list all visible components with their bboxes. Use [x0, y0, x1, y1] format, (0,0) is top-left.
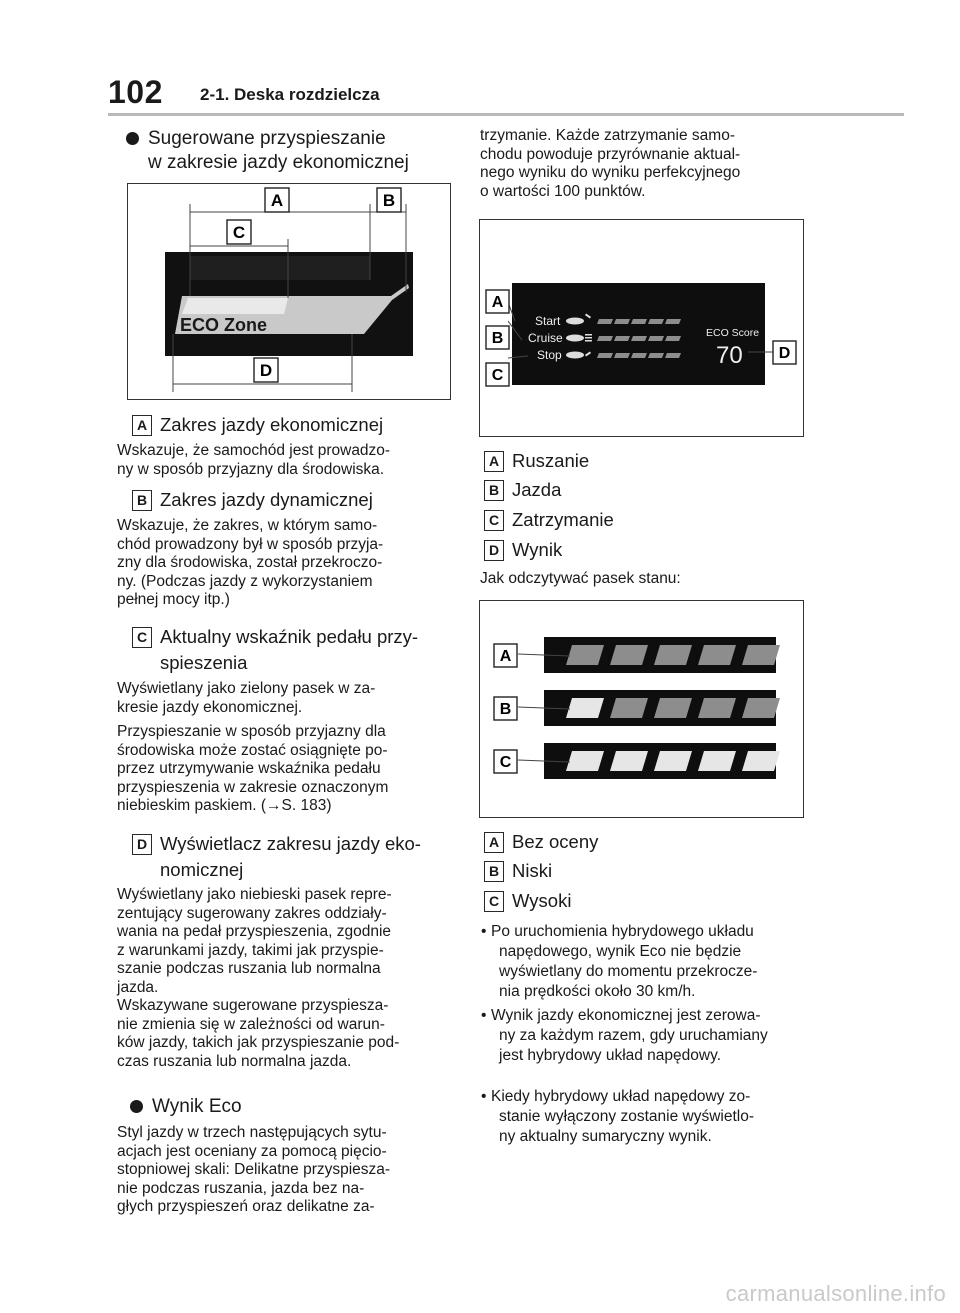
callout-b: B	[383, 191, 395, 210]
callout-b: B	[492, 330, 504, 347]
callout-line	[517, 653, 571, 657]
callout-line	[517, 759, 571, 763]
heading-suggested-acceleration: Sugerowane przyspieszanie w zakresie jaz…	[126, 127, 409, 175]
tag-wynik: D	[484, 540, 504, 561]
callout-box	[493, 643, 518, 668]
callout-d: D	[260, 361, 272, 380]
callout-a: A	[492, 294, 504, 311]
tag-jazda: B	[484, 480, 504, 501]
status-segment	[742, 698, 780, 718]
callout-line	[517, 706, 571, 710]
bullet-dot-icon	[126, 132, 139, 145]
figure-status-bars: A B C	[479, 600, 804, 818]
item-c-title: Aktualny wskaźnik pedału przy- spieszeni…	[160, 626, 419, 673]
callout-c: C	[492, 367, 504, 384]
item-b-text: Wskazuje, że zakres, w którym samo- chód…	[117, 517, 384, 608]
status-segment	[698, 698, 736, 718]
status-segment	[610, 751, 648, 771]
callout-label: A	[500, 648, 512, 665]
row-stop-label: Stop	[537, 348, 562, 362]
note-bullet-1: • Po uruchomienia hybrydowego układu nap…	[481, 923, 758, 1000]
label-ruszanie: Ruszanie	[512, 450, 590, 471]
row-start-label: Start	[535, 314, 561, 328]
label-niski: Niski	[512, 860, 553, 881]
callout-label: C	[500, 754, 512, 771]
bullet-dot-icon	[130, 1100, 143, 1113]
tag-c: C	[132, 627, 152, 648]
right-intro-text: trzymanie. Każde zatrzymanie samo- chodu…	[480, 127, 741, 200]
heading-eco-score: Wynik Eco	[130, 1095, 242, 1119]
callout-a: A	[271, 191, 283, 210]
tag-a: A	[132, 415, 152, 436]
label-jazda: Jazda	[512, 479, 562, 500]
page-number: 102	[108, 74, 163, 110]
eco-score-text: Styl jazdy w trzech następujących sytu- …	[117, 1124, 391, 1215]
label-wynik: Wynik	[512, 539, 563, 560]
header-divider	[108, 113, 904, 116]
tag-b: B	[132, 490, 152, 511]
callout-box	[493, 696, 518, 721]
note-bullet-3: • Kiedy hybrydowy układ napędowy zo- sta…	[481, 1088, 754, 1145]
status-segment	[566, 645, 604, 665]
section-title: 2-1. Deska rozdzielcza	[200, 85, 380, 104]
label-bez-oceny: Bez oceny	[512, 831, 599, 852]
eco-score-label: ECO Score	[706, 327, 759, 339]
tag-bez-oceny: A	[484, 832, 504, 853]
eco-zone-text: ECO Zone	[180, 315, 267, 335]
figure-eco-zone: ECO Zone A B C D	[127, 183, 451, 400]
status-segment	[654, 645, 692, 665]
status-segment	[698, 645, 736, 665]
tag-niski: B	[484, 861, 504, 882]
eco-score-diagram: Start Cruise Stop ECO Score 70 A B	[485, 283, 797, 387]
status-bars-diagram: A B C	[493, 637, 780, 779]
status-segment	[654, 698, 692, 718]
label-wysoki: Wysoki	[512, 890, 572, 911]
car-icons	[566, 313, 592, 359]
callout-c: C	[233, 223, 245, 242]
row-cruise-label: Cruise	[528, 331, 563, 345]
status-segment	[742, 751, 780, 771]
callout-d: D	[779, 345, 791, 362]
status-segment	[654, 751, 692, 771]
label-zatrzymanie: Zatrzymanie	[512, 509, 614, 530]
tag-ruszanie: A	[484, 451, 504, 472]
status-segment	[566, 698, 604, 718]
eco-score-value: 70	[716, 342, 743, 369]
item-d-title: Wyświetlacz zakresu jazdy eko- nomicznej	[160, 833, 421, 880]
item-b-title: Zakres jazdy dynamicznej	[160, 489, 373, 510]
callout-label: B	[500, 701, 512, 718]
status-bar-intro: Jak odczytywać pasek stanu:	[480, 570, 681, 587]
status-segment	[566, 751, 604, 771]
note-bullet-2: • Wynik jazdy ekonomicznej jest zerowa- …	[481, 1007, 768, 1064]
segment-bars	[597, 319, 681, 358]
figure-eco-score: Start Cruise Stop ECO Score 70 A B	[479, 219, 804, 437]
callout-box	[493, 749, 518, 774]
watermark: carmanualsonline.info	[725, 1281, 946, 1306]
item-a-text: Wskazuje, że samochód jest prowadzo- ny …	[117, 442, 391, 478]
item-c-text2: Przyspieszanie w sposób przyjazny dla śr…	[117, 723, 389, 814]
tag-d: D	[132, 834, 152, 855]
eco-zone-diagram: ECO Zone A B C D	[165, 187, 413, 392]
status-segment	[698, 751, 736, 771]
item-a-title: Zakres jazdy ekonomicznej	[160, 414, 384, 435]
item-d-text: Wyświetlany jako niebieski pasek repre- …	[117, 886, 400, 1070]
item-c-text: Wyświetlany jako zielony pasek w za- kre…	[117, 680, 376, 716]
status-segment	[742, 645, 780, 665]
tag-wysoki: C	[484, 891, 504, 912]
tag-zatrzymanie: C	[484, 510, 504, 531]
status-segment	[610, 698, 648, 718]
status-segment	[610, 645, 648, 665]
